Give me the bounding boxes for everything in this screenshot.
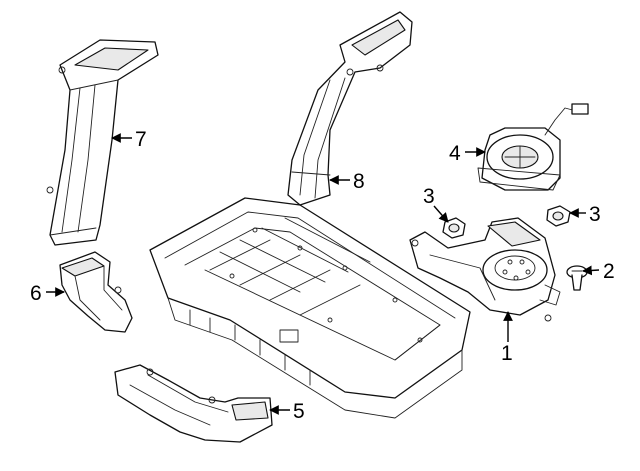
callout-6: 6 (30, 282, 42, 305)
callout-4: 4 (449, 142, 461, 165)
blower-housing-part-1 (409, 217, 561, 322)
duct-part-5 (114, 364, 273, 443)
blower-motor-part-4 (477, 103, 589, 191)
clip-part-2 (566, 265, 588, 291)
battery-tray-assembly (149, 197, 471, 419)
callout-leaders (46, 133, 600, 415)
leader-2 (582, 265, 600, 276)
nut-part-3-right (546, 205, 571, 227)
callout-7: 7 (135, 128, 147, 151)
leader-3a (433, 205, 449, 223)
duct-part-7 (46, 39, 159, 246)
duct-part-6 (59, 251, 133, 333)
callout-3-right: 3 (589, 203, 601, 226)
duct-part-8 (287, 11, 413, 206)
callout-8: 8 (353, 170, 365, 193)
nut-part-3-left (442, 217, 466, 239)
callout-2: 2 (603, 260, 615, 283)
callout-1: 1 (501, 342, 513, 365)
callout-5: 5 (293, 400, 305, 423)
callout-3-left: 3 (423, 185, 435, 208)
